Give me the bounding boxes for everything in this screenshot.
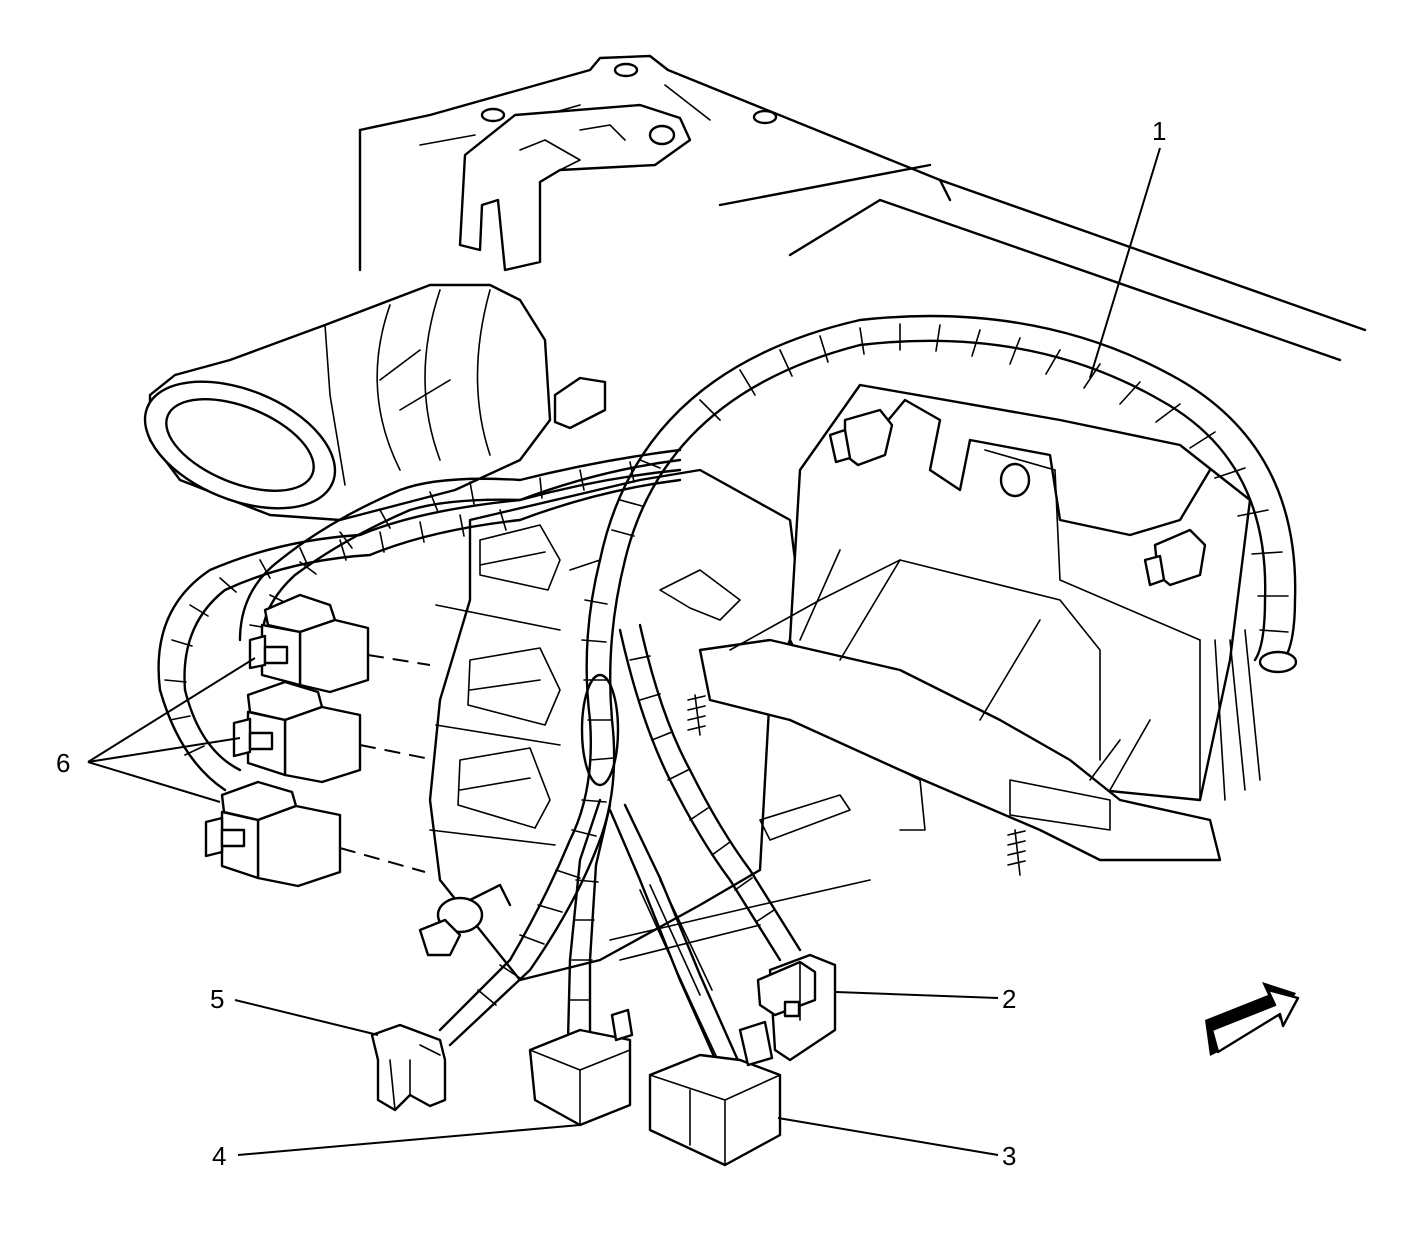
connector-4 (528, 1008, 634, 1127)
forward-direction-arrow-icon (1205, 982, 1300, 1056)
duct-clip (553, 376, 607, 430)
leader-2 (835, 991, 999, 999)
upper-bracket (458, 103, 692, 272)
right-bracket (698, 383, 1261, 862)
mounting-studs (418, 408, 1207, 957)
relay-upper (248, 593, 370, 694)
relay-panel (428, 468, 871, 982)
connector-5 (370, 1023, 447, 1112)
callout-1: 1 (1152, 116, 1166, 146)
harness-main-conduit (598, 314, 1298, 674)
air-duct (143, 283, 552, 522)
relay-middle (232, 680, 362, 784)
leader-4 (237, 1124, 581, 1156)
leader-lines (87, 147, 1161, 1156)
leader-1 (1089, 147, 1161, 379)
connector-2 (756, 953, 837, 1062)
callout-labels: 1 2 3 4 5 6 (56, 116, 1166, 1171)
leader-3 (777, 1117, 999, 1156)
relay-install-lines (339, 654, 436, 873)
leader-6a (87, 657, 256, 763)
leader-5 (234, 999, 379, 1036)
harness-relay-branch (157, 448, 682, 792)
leader-6c (87, 761, 221, 803)
relay-lower (204, 780, 342, 888)
callout-6: 6 (56, 748, 70, 778)
connector-3 (648, 1020, 782, 1167)
harness-lower-bundles (438, 558, 802, 1076)
dash-housing (358, 54, 1367, 362)
leader-6b (87, 737, 241, 763)
callout-4: 4 (212, 1141, 226, 1171)
callout-2: 2 (1002, 984, 1016, 1014)
callout-3: 3 (1002, 1141, 1016, 1171)
callout-5: 5 (210, 984, 224, 1014)
